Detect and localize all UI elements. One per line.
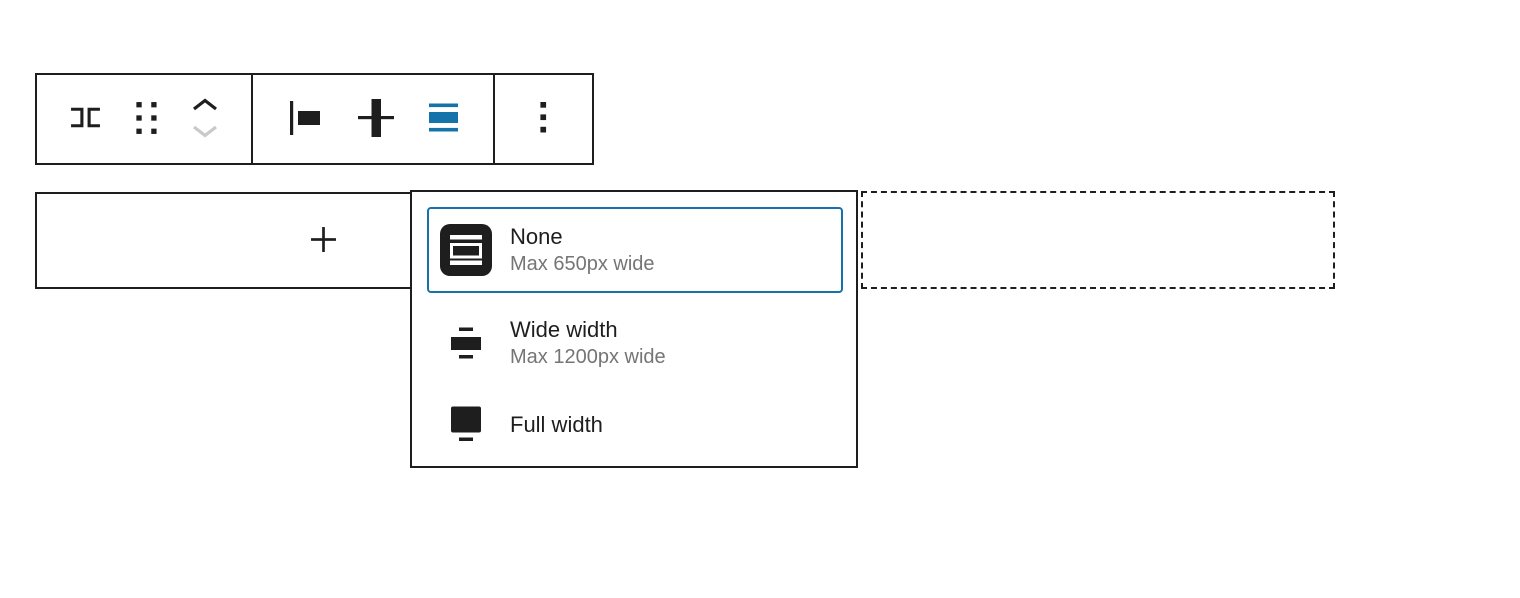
align-none-icon	[429, 103, 459, 135]
toolbar-group-alignment	[253, 75, 495, 163]
options-button[interactable]	[540, 102, 547, 136]
justify-left-icon	[288, 100, 322, 139]
block-appender-button[interactable]	[310, 226, 337, 256]
align-dropdown-toggle[interactable]	[429, 103, 459, 135]
kebab-menu-icon	[540, 102, 547, 136]
dashed-block-outline[interactable]	[861, 191, 1335, 289]
move-up-button[interactable]	[191, 97, 219, 115]
toolbar-group-options	[495, 75, 592, 163]
align-dropdown-menu: None Max 650px wide Wide width Max 1200p…	[410, 190, 858, 468]
menu-item-label: None	[510, 224, 563, 249]
menu-item-full-width[interactable]: Full width	[427, 395, 843, 453]
move-down-button[interactable]	[191, 124, 219, 142]
menu-item-label: Wide width	[510, 317, 618, 342]
chevron-down-icon	[191, 124, 219, 142]
justify-left-button[interactable]	[288, 100, 322, 139]
plus-icon	[310, 226, 337, 256]
menu-item-description: Max 650px wide	[510, 253, 655, 275]
justify-center-button[interactable]	[357, 98, 395, 141]
menu-item-wide-width[interactable]: Wide width Max 1200px wide	[427, 307, 843, 379]
menu-item-label: Full width	[510, 411, 603, 437]
drag-handle[interactable]	[135, 101, 159, 138]
chevron-up-icon	[191, 97, 219, 115]
block-movers	[191, 97, 219, 142]
align-none-selected-icon	[440, 224, 492, 276]
block-type-icon	[69, 104, 102, 134]
block-toolbar	[35, 73, 594, 165]
menu-item-description: Max 1200px wide	[510, 346, 666, 368]
align-wide-icon	[440, 327, 492, 359]
toolbar-group-block	[37, 75, 253, 163]
align-full-icon	[440, 406, 492, 442]
justify-center-icon	[357, 98, 395, 141]
drag-handle-icon	[135, 101, 159, 138]
menu-item-align-none[interactable]: None Max 650px wide	[427, 207, 843, 293]
block-type-button[interactable]	[69, 104, 102, 134]
